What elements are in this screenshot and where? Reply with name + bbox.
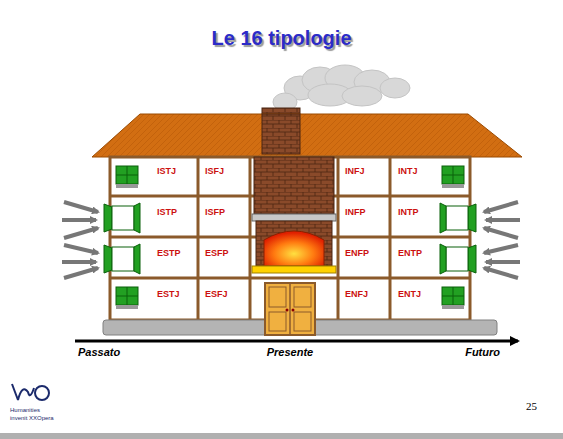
roof xyxy=(92,114,522,157)
timeline-arrow xyxy=(75,340,518,343)
type-label: ISTJ xyxy=(157,167,176,177)
open-shutters xyxy=(104,203,476,274)
timeline-label: Passato xyxy=(78,346,120,358)
type-label: ISFP xyxy=(205,208,225,218)
type-label: ISTP xyxy=(157,208,177,218)
windows xyxy=(116,166,464,309)
smoke xyxy=(273,65,410,111)
slide-title: Le 16 tipologie xyxy=(0,27,563,49)
door xyxy=(265,283,315,335)
type-label: ENFP xyxy=(345,249,369,259)
type-label: ESFJ xyxy=(205,290,228,300)
inward-arrows xyxy=(62,202,520,278)
logo-text: invenit XXOpera xyxy=(10,415,54,422)
logo-mark xyxy=(12,384,49,400)
fireplace xyxy=(252,157,336,273)
type-label: INTP xyxy=(398,208,419,218)
type-label: ENFJ xyxy=(345,290,368,300)
bottom-bar xyxy=(0,433,563,439)
type-label: ENTP xyxy=(398,249,422,259)
type-label: ISFJ xyxy=(205,167,224,177)
chimney xyxy=(262,108,300,153)
type-label: ENTJ xyxy=(398,290,421,300)
type-label: ESFP xyxy=(205,249,229,259)
logo-text: Humanities xyxy=(10,407,40,414)
type-label: INFP xyxy=(345,208,366,218)
type-label: INTJ xyxy=(398,167,418,177)
timeline-label: Futuro xyxy=(465,346,500,358)
timeline-label: Presente xyxy=(267,346,313,358)
page-number: 25 xyxy=(526,400,537,412)
type-label: INFJ xyxy=(345,167,365,177)
type-label: ESTJ xyxy=(157,290,180,300)
type-label: ESTP xyxy=(157,249,181,259)
